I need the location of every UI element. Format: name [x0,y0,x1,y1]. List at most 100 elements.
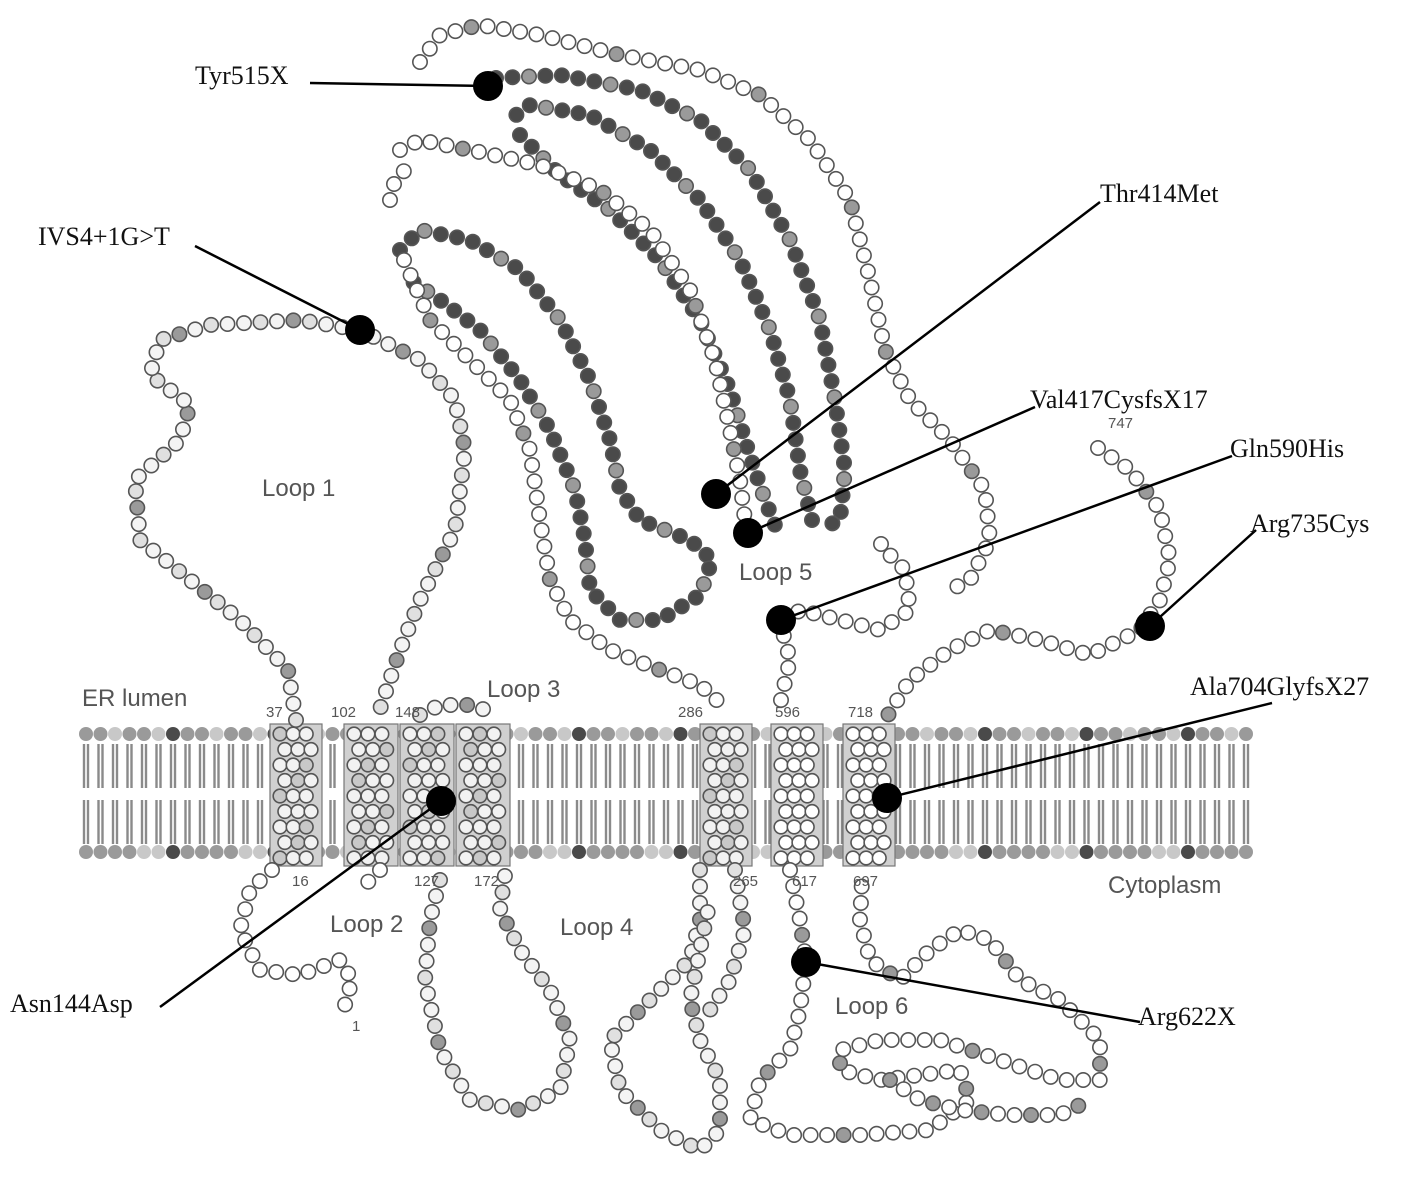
residue [721,774,735,788]
residue [703,1002,717,1016]
lipid-head [978,727,992,741]
lipid-tail [1141,800,1143,844]
residue [403,268,417,282]
residue [703,789,717,803]
residue [800,727,814,741]
residue [332,953,346,967]
residue [383,193,397,207]
residue [735,491,749,505]
residue [693,1034,707,1048]
residue [762,502,776,516]
residue [593,43,607,57]
residue [487,758,501,772]
residue [587,110,601,124]
residue [612,479,626,493]
lipid-tail [1040,744,1042,788]
lipid-tail [1156,744,1158,788]
residue [347,789,361,803]
lipid-tail [1127,744,1129,788]
residue [859,851,873,865]
mutation-label-val417: Val417CysfsX17 [1030,385,1208,414]
residue [286,313,300,327]
residue [885,615,899,629]
lipid-tail [257,744,259,788]
residue [955,451,969,465]
residue [697,577,711,591]
residue [1012,1059,1026,1073]
residue [557,602,571,616]
residue [871,622,885,636]
residue [666,970,680,984]
lipid-tail [1243,744,1245,788]
residue [596,186,610,200]
residue [1118,460,1132,474]
residue [708,774,722,788]
residue [791,1009,805,1023]
lipid-head [253,727,267,741]
residue [545,31,559,45]
residue [577,526,591,540]
residue [837,456,851,470]
residue [453,419,467,433]
residue [823,610,837,624]
residue [403,789,417,803]
residue [508,260,522,274]
residue [265,863,279,877]
residue [787,1128,801,1142]
lipid-tail [826,744,828,788]
residue [708,1063,722,1077]
residue [419,954,433,968]
residue [299,727,313,741]
lipid-tail [145,800,147,844]
residue [697,921,711,935]
lipid-tail [913,744,915,788]
region-label-cytoplasm: Cytoplasm [1108,872,1221,899]
lipid-tail [1083,800,1085,844]
residue [423,313,437,327]
residue [387,177,401,191]
residue [652,662,666,676]
mutation-marker [766,605,796,635]
residue [417,727,431,741]
residue [923,658,937,672]
lipid-head [239,845,253,859]
residue [861,944,875,958]
residue [560,1048,574,1062]
residue [779,774,793,788]
residue [553,1080,567,1094]
residue [779,743,793,757]
residue [253,315,267,329]
residue [433,376,447,390]
residue [507,931,521,945]
lipid-head [94,727,108,741]
lipid-tail [754,800,756,844]
residue [980,509,994,523]
residue [361,875,375,889]
lipid-tail [159,744,161,788]
lipid-tail [87,744,89,788]
lipid-head [1239,845,1253,859]
lipid-tail [1069,744,1071,788]
lipid-tail [692,744,694,788]
residue [630,135,644,149]
residue [642,517,656,531]
lipid-head [993,727,1007,741]
residue [800,851,814,865]
residue [717,394,731,408]
residue [918,1033,932,1047]
residue [513,25,527,39]
residue [520,155,534,169]
lipid-tail [692,800,694,844]
lipid-head [601,845,615,859]
residue [690,62,704,76]
residue [794,993,808,1007]
lipid-tail [1098,800,1100,844]
lipid-tail [1112,800,1114,844]
residue [1021,977,1035,991]
lipid-tail [663,800,665,844]
lipid-head [1080,727,1094,741]
residue [838,185,852,199]
residue [414,592,428,606]
residue [550,1001,564,1015]
residue [879,345,893,359]
